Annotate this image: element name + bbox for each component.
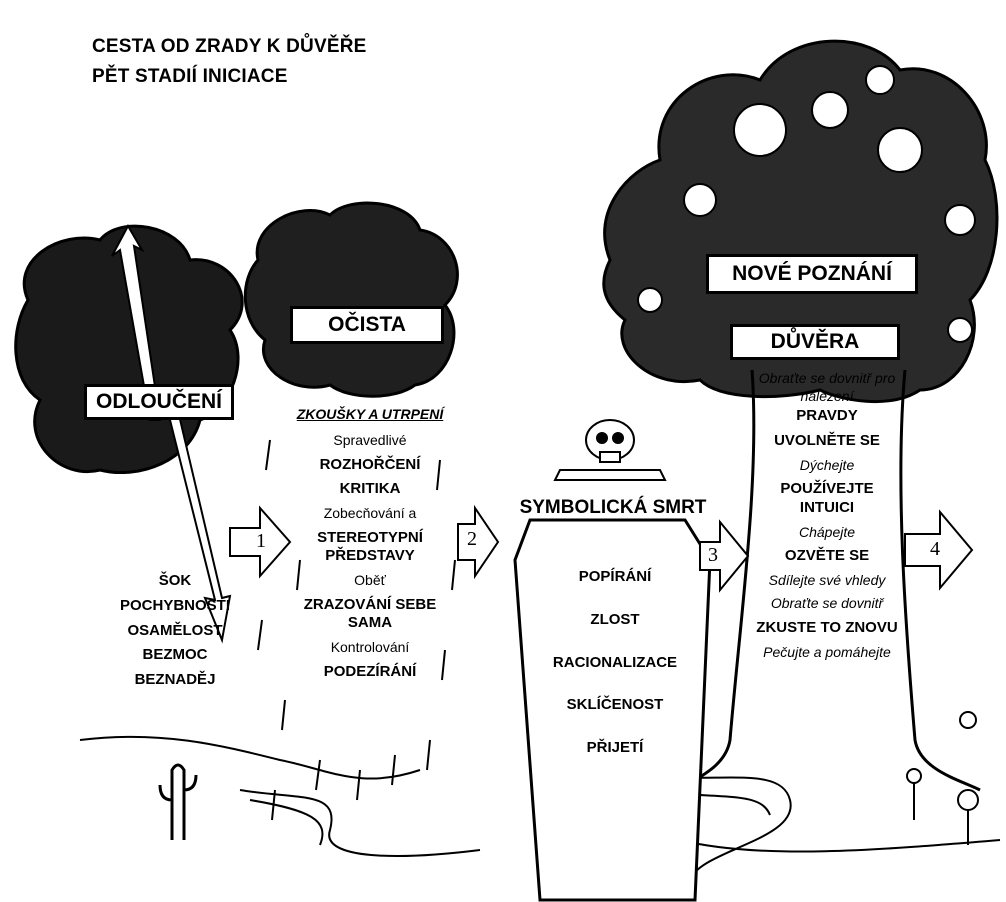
winding-path [239, 789, 481, 857]
trust-item: Dýchejte [799, 456, 855, 473]
arrow-number-3: 3 [708, 544, 718, 566]
label-trust: DŮVĚRA [730, 324, 900, 360]
trust-list: Obraťte se dovnitř pro nalezení PRAVDY U… [752, 370, 902, 667]
cactus [158, 763, 198, 840]
cleansing-item: PODEZÍRÁNÍ [323, 662, 417, 680]
arrow-4 [904, 509, 974, 591]
cleansing-item: Oběť [354, 572, 386, 588]
trust-item: PRAVDY [796, 407, 858, 424]
flowers [906, 711, 979, 845]
page-title-line1: CESTA OD ZRADY K DŮVĚŘE [92, 36, 367, 57]
skull-icon [553, 419, 667, 481]
storm-cloud-middle [243, 201, 459, 398]
arrow-number-4: 4 [930, 538, 940, 560]
trust-item: Obraťte se dovnitř [770, 595, 884, 612]
separation-item: BEZMOC [142, 646, 208, 664]
arrow-number-2: 2 [467, 528, 477, 550]
cleansing-item: Spravedlivé [333, 432, 407, 448]
trust-item: ZKUSTE TO ZNOVU [756, 618, 898, 636]
cleansing-item: ZRAZOVÁNÍ SEBE SAMA [303, 595, 437, 632]
separation-item: BEZNADĚJ [134, 671, 216, 688]
trust-item: Pečujte a pomáhejte [763, 643, 891, 660]
coffin [513, 518, 712, 902]
page-title-line2: PĚT STADIÍ INICIACE [92, 66, 288, 87]
death-item: PŘIJETÍ [586, 739, 644, 756]
cleansing-subtitle: ZKOUŠKY A UTRPENÍ [296, 406, 444, 422]
trust-item: Chápejte [798, 523, 856, 540]
label-new-knowledge: NOVÉ POZNÁNÍ [706, 254, 918, 294]
separation-item: POCHYBNOSTI [119, 596, 230, 614]
death-list: POPÍRÁNÍ ZLOST RACIONALIZACE SKLÍČENOST … [540, 568, 690, 764]
trust-item: OZVĚTE SE [784, 547, 870, 564]
ground-line [79, 735, 421, 780]
separation-item: OSAMĚLOST [127, 621, 223, 639]
cleansing-item: STEREOTYPNÍ PŘEDSTAVY [317, 528, 423, 565]
arrow-3 [699, 519, 750, 593]
right-ground [679, 839, 1001, 853]
cleansing-item: ROZHOŘČENÍ [319, 455, 421, 473]
death-item: RACIONALIZACE [552, 653, 678, 671]
death-item: POPÍRÁNÍ [578, 568, 652, 585]
arrow-1 [229, 505, 292, 579]
label-symbolic-death: SYMBOLICKÁ SMRT [519, 497, 707, 518]
rain [257, 439, 456, 821]
trust-item: Sdílejte své vhledy [768, 571, 886, 588]
trust-item: UVOLNĚTE SE [774, 431, 880, 449]
arrow-number-1: 1 [256, 530, 266, 552]
cleansing-list: Spravedlivé ROZHOŘČENÍ KRITIKA Zobecňová… [295, 432, 445, 687]
arrows [229, 504, 974, 593]
cleansing-item: Zobecňování a [323, 505, 417, 521]
death-item: ZLOST [590, 610, 640, 628]
label-cleansing: OČISTA [290, 306, 444, 344]
cleansing-item: KRITIKA [339, 480, 401, 498]
trust-item: POUŽÍVEJTE INTUICI [780, 480, 874, 516]
lightning-bolt-down [163, 396, 232, 644]
trust-item: Obraťte se dovnitř pro nalezení [758, 370, 896, 404]
canopy-leaves [637, 65, 976, 343]
separation-list: ŠOK POCHYBNOSTI OSAMĚLOST BEZMOC BEZNADĚ… [110, 572, 240, 696]
cleansing-item: Kontrolování [330, 639, 410, 655]
label-separation: ODLOUČENÍ [84, 384, 234, 420]
tree-trunk [678, 369, 981, 792]
separation-item: ŠOK [158, 572, 192, 589]
arrow-2 [457, 504, 500, 580]
death-item: SKLÍČENOST [566, 696, 664, 714]
